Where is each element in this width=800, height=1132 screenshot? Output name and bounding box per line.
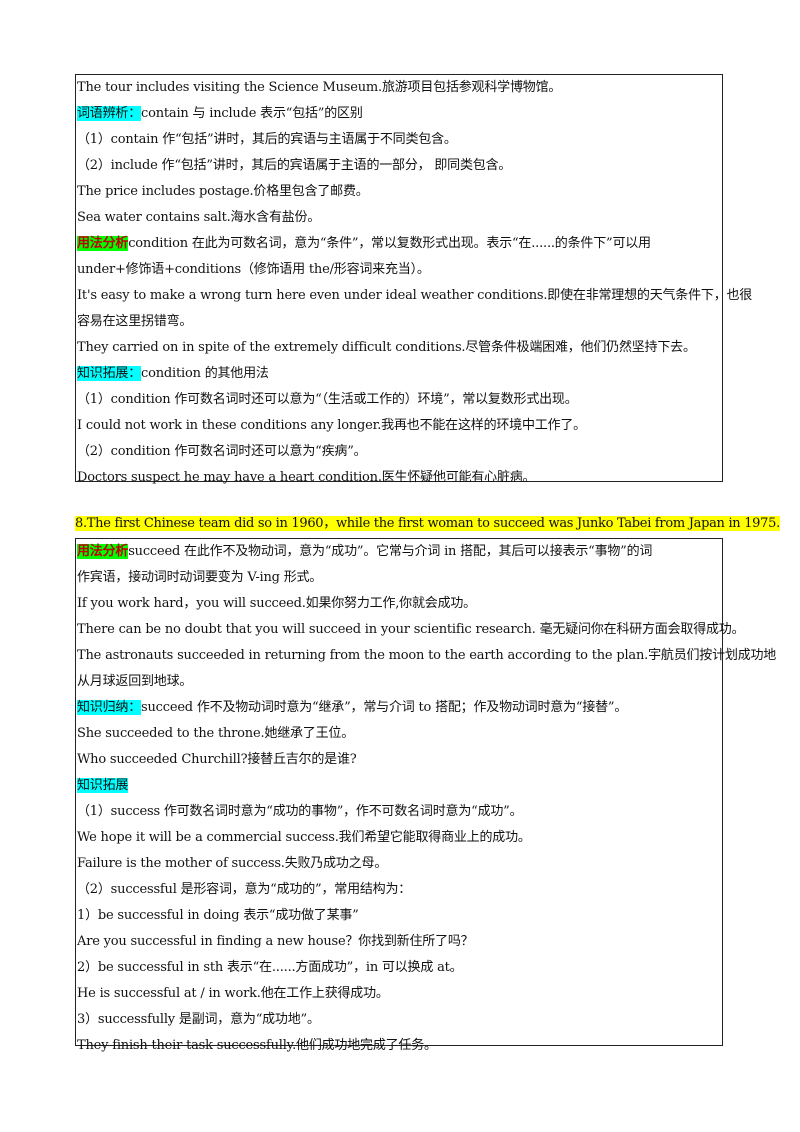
text-line: （1）contain 作“包括”讲时，其后的宾语与主语属于不同类包含。 <box>77 127 722 153</box>
line-text: 2）be successful in sth 表示“在......方面成功”，i… <box>77 960 463 975</box>
sentence-heading-8: 8.The first Chinese team did so in 1960，… <box>75 512 780 536</box>
text-line: 知识拓展：condition 的其他用法 <box>77 361 722 387</box>
line-text: 从月球返回到地球。 <box>77 674 193 689</box>
text-line: Sea water contains salt.海水含有盐份。 <box>77 205 722 231</box>
text-line: 2）be successful in sth 表示“在......方面成功”，i… <box>77 955 722 981</box>
line-text: He is successful at / in work.他在工作上获得成功。 <box>77 986 389 1001</box>
line-text: The astronauts succeeded in returning fr… <box>77 648 777 663</box>
line-text: under+修饰语+conditions（修饰语用 the/形容词来充当）。 <box>77 262 430 277</box>
text-line: （2）condition 作可数名词时还可以意为“疾病”。 <box>77 439 722 465</box>
text-line: The price includes postage.价格里包含了邮费。 <box>77 179 722 205</box>
line-text: （1）success 作可数名词时意为“成功的事物”，作不可数名词时意为“成功”… <box>77 804 523 819</box>
text-line: I could not work in these conditions any… <box>77 413 722 439</box>
line-text: （2）condition 作可数名词时还可以意为“疾病”。 <box>77 444 367 459</box>
text-line: 作宾语，接动词时动词要变为 V-ing 形式。 <box>77 565 722 591</box>
line-text: Doctors suspect he may have a heart cond… <box>77 470 536 485</box>
text-line: They carried on in spite of the extremel… <box>77 335 722 361</box>
line-text: Who succeeded Churchill?接替丘吉尔的是谁? <box>77 752 357 767</box>
line-text: （2）include 作“包括”讲时，其后的宾语属于主语的一部分， 即同类包含。 <box>77 158 512 173</box>
text-line: The astronauts succeeded in returning fr… <box>77 643 776 669</box>
text-line: under+修饰语+conditions（修饰语用 the/形容词来充当）。 <box>77 257 722 283</box>
sentence-heading-text: 8.The first Chinese team did so in 1960，… <box>75 516 780 531</box>
notes-lines: The tour includes visiting the Science M… <box>76 75 752 491</box>
notes-box-succeed: 用法分析succeed 在此作不及物动词，意为“成功”。它常与介词 in 搭配，… <box>75 538 776 1053</box>
text-line: 知识归纳：succeed 作不及物动词时意为“继承”，常与介词 to 搭配；作及… <box>77 695 722 721</box>
line-text: condition 在此为可数名词，意为“条件”，常以复数形式出现。表示“在..… <box>128 236 651 251</box>
line-text: 1）be successful in doing 表示“成功做了某事” <box>77 908 359 923</box>
text-line: If you work hard，you will succeed.如果你努力工… <box>77 591 722 617</box>
line-text: The price includes postage.价格里包含了邮费。 <box>77 184 369 199</box>
text-line: They finish their task successfully.他们成功… <box>77 1033 722 1059</box>
line-text: （1）condition 作可数名词时还可以意为“（生活或工作的）环境”，常以复… <box>77 392 578 407</box>
line-text: We hope it will be a commercial success.… <box>77 830 531 845</box>
text-line: 3）successfully 是副词，意为“成功地”。 <box>77 1007 722 1033</box>
line-text: They carried on in spite of the extremel… <box>77 340 696 355</box>
text-line: 词语辨析：contain 与 include 表示“包括”的区别 <box>77 101 722 127</box>
highlight-label: 知识归纳： <box>77 700 142 715</box>
notes-box-condition: The tour includes visiting the Science M… <box>75 74 752 485</box>
text-line: 1）be successful in doing 表示“成功做了某事” <box>77 903 722 929</box>
line-text: Failure is the mother of success.失败乃成功之母… <box>77 856 388 871</box>
line-text: 作宾语，接动词时动词要变为 V-ing 形式。 <box>77 570 323 585</box>
text-line: He is successful at / in work.他在工作上获得成功。 <box>77 981 722 1007</box>
text-line: 从月球返回到地球。 <box>77 669 722 695</box>
line-text: condition 的其他用法 <box>141 366 269 381</box>
line-text: 3）successfully 是副词，意为“成功地”。 <box>77 1012 320 1027</box>
highlight-label: 知识拓展： <box>77 366 142 381</box>
line-text: The tour includes visiting the Science M… <box>77 80 562 95</box>
text-line: We hope it will be a commercial success.… <box>77 825 722 851</box>
text-line: It's easy to make a wrong turn here even… <box>77 283 752 309</box>
line-text: Sea water contains salt.海水含有盐份。 <box>77 210 321 225</box>
text-line: 知识拓展 <box>77 773 722 799</box>
highlight-label: 词语辨析： <box>77 106 142 121</box>
line-text: It's easy to make a wrong turn here even… <box>77 288 753 303</box>
line-text: 容易在这里拐错弯。 <box>77 314 193 329</box>
text-line: Failure is the mother of success.失败乃成功之母… <box>77 851 722 877</box>
text-line: （2）include 作“包括”讲时，其后的宾语属于主语的一部分， 即同类包含。 <box>77 153 722 179</box>
usage-label: 用法分析 <box>77 544 129 559</box>
line-text: They finish their task successfully.他们成功… <box>77 1038 437 1053</box>
text-line: （1）condition 作可数名词时还可以意为“（生活或工作的）环境”，常以复… <box>77 387 722 413</box>
line-text: There can be no doubt that you will succ… <box>77 622 745 637</box>
line-text: She succeeded to the throne.她继承了王位。 <box>77 726 355 741</box>
text-line: The tour includes visiting the Science M… <box>77 75 722 101</box>
line-text: contain 与 include 表示“包括”的区别 <box>141 106 363 121</box>
highlight-label: 知识拓展 <box>77 778 129 793</box>
text-line: Who succeeded Churchill?接替丘吉尔的是谁? <box>77 747 722 773</box>
text-line: There can be no doubt that you will succ… <box>77 617 745 643</box>
line-text: （2）successful 是形容词，意为“成功的”，常用结构为： <box>77 882 412 897</box>
line-text: （1）contain 作“包括”讲时，其后的宾语与主语属于不同类包含。 <box>77 132 457 147</box>
line-text: succeed 在此作不及物动词，意为“成功”。它常与介词 in 搭配，其后可以… <box>128 544 653 559</box>
line-text: I could not work in these conditions any… <box>77 418 586 433</box>
line-text: Are you successful in finding a new hous… <box>77 934 474 949</box>
text-line: （2）successful 是形容词，意为“成功的”，常用结构为： <box>77 877 722 903</box>
text-line: 容易在这里拐错弯。 <box>77 309 722 335</box>
text-line: Doctors suspect he may have a heart cond… <box>77 465 722 491</box>
line-text: If you work hard，you will succeed.如果你努力工… <box>77 596 476 611</box>
line-text: succeed 作不及物动词时意为“继承”，常与介词 to 搭配；作及物动词时意… <box>141 700 628 715</box>
text-line: She succeeded to the throne.她继承了王位。 <box>77 721 722 747</box>
text-line: （1）success 作可数名词时意为“成功的事物”，作不可数名词时意为“成功”… <box>77 799 722 825</box>
notes-lines: 用法分析succeed 在此作不及物动词，意为“成功”。它常与介词 in 搭配，… <box>76 539 776 1059</box>
text-line: 用法分析succeed 在此作不及物动词，意为“成功”。它常与介词 in 搭配，… <box>77 539 722 565</box>
text-line: Are you successful in finding a new hous… <box>77 929 722 955</box>
usage-label: 用法分析 <box>77 236 129 251</box>
text-line: 用法分析condition 在此为可数名词，意为“条件”，常以复数形式出现。表示… <box>77 231 722 257</box>
